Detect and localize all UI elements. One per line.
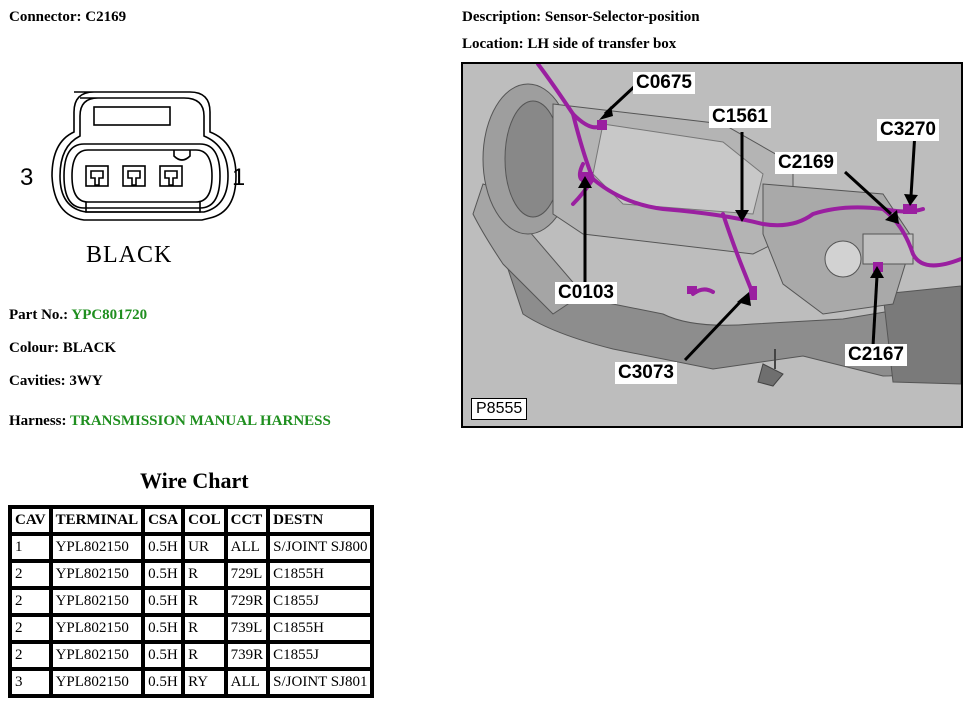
colour-label: Colour: [9,340,59,356]
cell-col: R [183,642,226,669]
cell-cav: 2 [10,588,51,615]
cell-cav: 2 [10,615,51,642]
cell-col: R [183,615,226,642]
cell-destn: C1855H [268,561,373,588]
harness-line: Harness: TRANSMISSION MANUAL HARNESS [9,413,331,430]
cell-destn: C1855J [268,642,373,669]
table-row: 1 YPL802150 0.5H UR ALL S/JOINT SJ800 [10,534,373,561]
table-row: 2 YPL802150 0.5H R 739L C1855H [10,615,373,642]
table-row: 3 YPL802150 0.5H RY ALL S/JOINT SJ801 [10,669,373,696]
cell-cav: 3 [10,669,51,696]
part-number-label: Part No.: [9,307,69,323]
header-cav: CAV [10,507,51,534]
cell-csa: 0.5H [143,615,184,642]
cell-cct: 729R [225,588,269,615]
colour-value: BLACK [62,340,117,356]
callout-c3270: C3270 [877,119,939,141]
cell-terminal: YPL802150 [50,588,144,615]
cell-cav: 2 [10,642,51,669]
wire-chart-title: Wire Chart [140,468,249,493]
pin-3-label: 3 [20,164,33,191]
cell-col: RY [183,669,226,696]
callout-c2169: C2169 [775,152,837,174]
location-photo: C0675 C1561 C3270 C2169 C0103 C2167 C307… [461,62,963,428]
photo-reference-code: P8555 [471,398,528,420]
header-col: COL [183,507,226,534]
table-row: 2 YPL802150 0.5H R 729L C1855H [10,561,373,588]
cell-destn: C1855J [268,588,373,615]
cell-destn: C1855H [268,615,373,642]
cell-cct: ALL [225,669,269,696]
cell-col: R [183,561,226,588]
callout-c0675: C0675 [633,72,695,94]
cell-csa: 0.5H [143,561,184,588]
connector-face-diagram: 3 1 BLACK [20,91,244,268]
cell-col: UR [183,534,226,561]
harness-value: TRANSMISSION MANUAL HARNESS [69,413,331,429]
connector-heading: Connector: C2169 [9,9,126,26]
cell-cct: ALL [225,534,269,561]
part-number-line: Part No.: YPC801720 [9,307,147,324]
housing-colour-label: BLACK [86,242,172,268]
cell-terminal: YPL802150 [50,642,144,669]
description-line: Description: Sensor-Selector-position [462,9,700,26]
cell-destn: S/JOINT SJ801 [268,669,373,696]
cavities-value: 3WY [69,373,103,389]
part-number-value: YPC801720 [71,307,148,323]
table-row: 2 YPL802150 0.5H R 729R C1855J [10,588,373,615]
callout-c0103: C0103 [555,282,617,304]
wire-chart-header-row: CAV TERMINAL CSA COL CCT DESTN [10,507,373,534]
header-terminal: TERMINAL [50,507,144,534]
location-label: Location: [462,36,524,52]
wire-chart-table: CAV TERMINAL CSA COL CCT DESTN 1 YPL8021… [8,505,375,698]
cavities-line: Cavities: 3WY [9,373,103,390]
header-destn: DESTN [268,507,373,534]
connector-label: Connector: [9,9,82,25]
location-line: Location: LH side of transfer box [462,36,676,53]
cell-col: R [183,588,226,615]
cell-terminal: YPL802150 [50,561,144,588]
cell-cav: 1 [10,534,51,561]
description-value: Sensor-Selector-position [544,9,700,25]
cavities-label: Cavities: [9,373,66,389]
cell-terminal: YPL802150 [50,534,144,561]
cell-csa: 0.5H [143,588,184,615]
colour-line: Colour: BLACK [9,340,116,357]
table-row: 2 YPL802150 0.5H R 739R C1855J [10,642,373,669]
header-cct: CCT [225,507,269,534]
header-csa: CSA [143,507,184,534]
pin-1-label: 1 [232,164,244,191]
cell-terminal: YPL802150 [50,615,144,642]
cell-csa: 0.5H [143,642,184,669]
cell-cav: 2 [10,561,51,588]
connector-id: C2169 [85,9,127,25]
callout-c3073: C3073 [615,362,677,384]
cell-cct: 729L [225,561,269,588]
description-label: Description: [462,9,542,25]
location-value: LH side of transfer box [527,36,677,52]
cell-csa: 0.5H [143,534,184,561]
cell-cct: 739R [225,642,269,669]
cell-cct: 739L [225,615,269,642]
callout-c1561: C1561 [709,106,771,128]
cell-terminal: YPL802150 [50,669,144,696]
callout-c2167: C2167 [845,344,907,366]
cell-destn: S/JOINT SJ800 [268,534,373,561]
harness-label: Harness: [9,413,67,429]
cell-csa: 0.5H [143,669,184,696]
